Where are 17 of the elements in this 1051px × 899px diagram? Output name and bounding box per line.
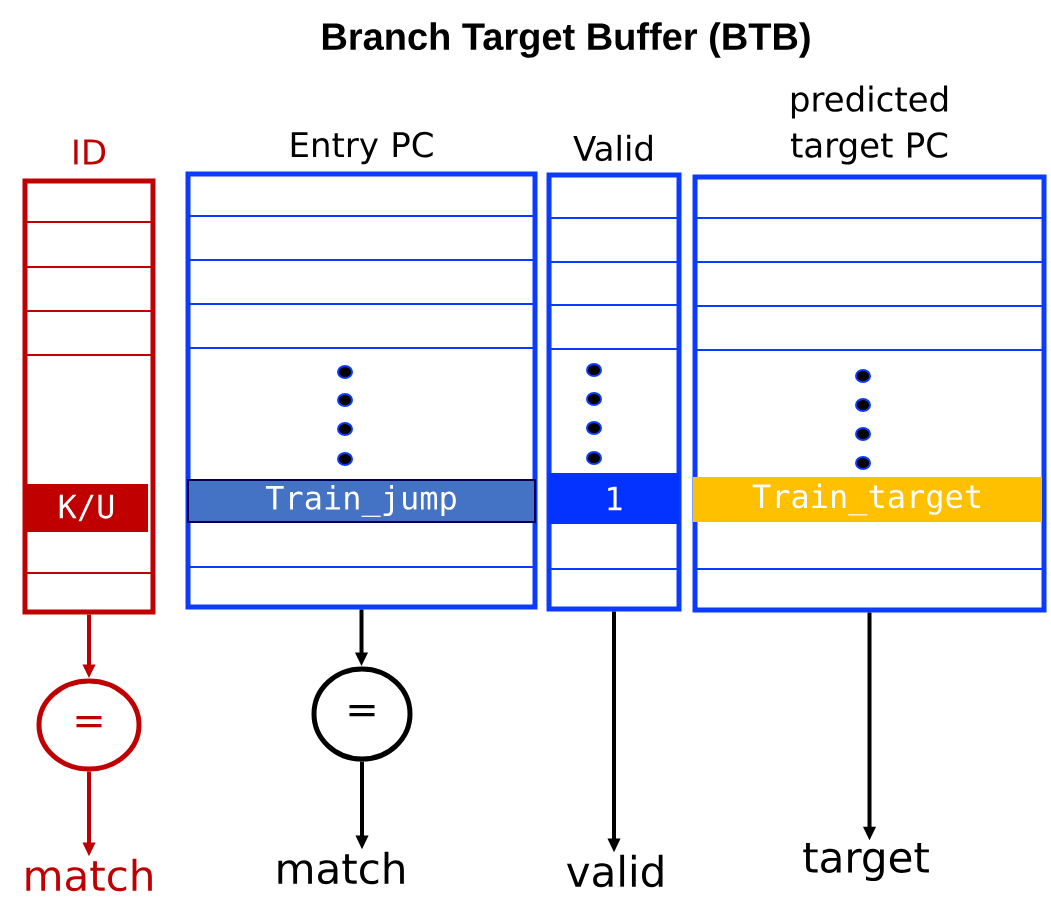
highlighted-cell: K/U (25, 484, 148, 532)
table-column (22, 178, 156, 615)
table-column (185, 171, 538, 610)
table-column (546, 172, 682, 612)
column-heading: Entry PC (291, 131, 433, 165)
column-heading: Valid (573, 134, 652, 162)
column-heading: ID (74, 139, 106, 165)
highlighted-cell: Train_target (693, 477, 1042, 522)
output-label: match (26, 858, 152, 892)
highlighted-cell: Train_jump (187, 479, 536, 523)
table-column (692, 174, 1047, 613)
highlighted-cell: 1 (549, 473, 679, 524)
title: Branch Target Buffer (BTB) (322, 22, 810, 58)
output-label: match (278, 851, 404, 885)
output-label: valid (566, 854, 663, 888)
column-heading: predicted target PC (790, 85, 948, 165)
output-label: target (803, 842, 929, 882)
